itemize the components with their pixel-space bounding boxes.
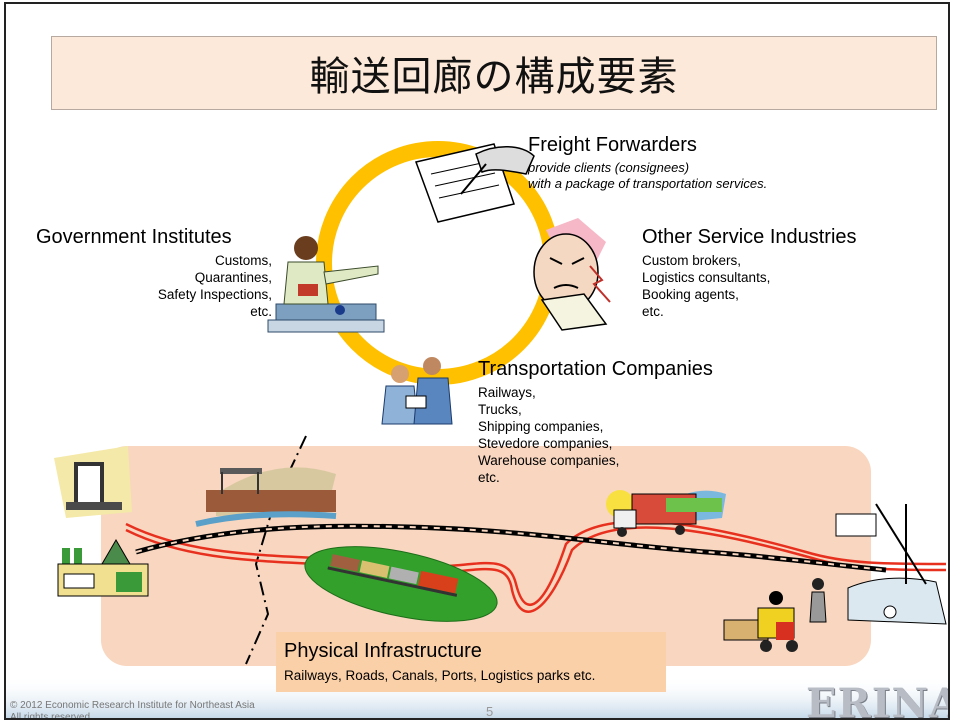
government-item-3: etc. (250, 304, 272, 319)
other-services-title: Other Service Industries (642, 226, 857, 248)
freight-forwarders-desc-1: provide clients (consignees) (528, 160, 690, 175)
freight-forwarders-desc-2: with a package of transportation service… (528, 176, 768, 191)
forklift-icon (723, 591, 798, 652)
workers-icon (381, 357, 453, 425)
government-institutes-title: Government Institutes (36, 226, 232, 248)
erina-logo: ERINA (806, 680, 950, 720)
other-services-item-2: Booking agents, (642, 287, 739, 302)
train-icon (327, 554, 459, 597)
page-number: 5 (486, 704, 494, 719)
transport-companies-title: Transportation Companies (478, 358, 713, 380)
crane-icon (195, 467, 337, 527)
railway-line (135, 523, 887, 573)
copyright-line-2: All rights reserved (10, 712, 91, 720)
transport-item-2: Shipping companies, (478, 419, 604, 434)
angry-man-icon (533, 218, 611, 331)
document-pen-icon (415, 143, 535, 223)
physical-infrastructure-subtitle: Railways, Roads, Canals, Ports, Logistic… (284, 668, 596, 683)
divider-line (245, 435, 307, 665)
slide: 輸送回廊の構成要素 (4, 2, 950, 720)
copyright-line-1: © 2012 Economic Research Institute for N… (10, 700, 255, 711)
copyright-notice: © 2012 Economic Research Institute for N… (10, 700, 255, 720)
other-services-item-3: etc. (642, 304, 664, 319)
government-item-2: Safety Inspections, (157, 287, 272, 302)
other-services-item-1: Logistics consultants, (642, 270, 771, 285)
title-box: 輸送回廊の構成要素 (51, 36, 937, 110)
page-title: 輸送回廊の構成要素 (309, 54, 679, 100)
freight-forwarders-title: Freight Forwarders (528, 134, 697, 156)
port-crane-icon (809, 503, 947, 625)
government-item-0: Customs, (214, 253, 272, 268)
physical-infrastructure-title: Physical Infrastructure (284, 640, 482, 662)
other-services-item-0: Custom brokers, (642, 253, 742, 268)
transport-item-0: Railways, (478, 385, 536, 400)
diagram-graphics (6, 143, 948, 718)
office-building-icon (54, 446, 132, 518)
transport-item-1: Trucks, (478, 402, 522, 417)
transport-item-4: Warehouse companies, (478, 453, 620, 468)
truck-icon (606, 490, 726, 537)
officer-icon (267, 236, 385, 333)
factory-icon (57, 539, 149, 597)
government-item-1: Quarantines, (194, 270, 272, 285)
transport-item-3: Stevedore companies, (478, 436, 613, 451)
transport-item-5: etc. (478, 470, 500, 485)
physical-infrastructure-box (276, 632, 666, 692)
